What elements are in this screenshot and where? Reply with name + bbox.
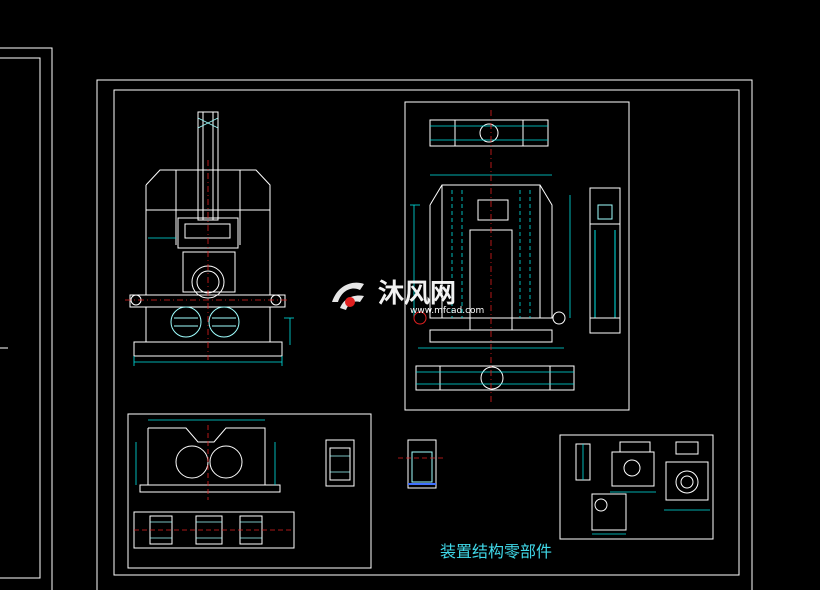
watermark: 沐风网 www.mfcad.com bbox=[332, 279, 484, 316]
front-view-assembly bbox=[125, 111, 294, 366]
sheet-border bbox=[96, 79, 753, 590]
watermark-url: www.mfcad.com bbox=[410, 306, 484, 316]
bushing-part bbox=[398, 439, 444, 489]
mfcad-logo-icon bbox=[332, 282, 364, 310]
roller-assembly-sheet bbox=[127, 413, 372, 569]
adjacent-sheet-frame bbox=[0, 47, 53, 590]
fastener-parts-sheet bbox=[559, 434, 714, 540]
drawing-title: 装置结构零部件 bbox=[440, 542, 552, 561]
part-detail-sheet bbox=[404, 101, 630, 411]
side-column-part bbox=[589, 187, 621, 334]
watermark-brand: 沐风网 bbox=[378, 279, 456, 309]
